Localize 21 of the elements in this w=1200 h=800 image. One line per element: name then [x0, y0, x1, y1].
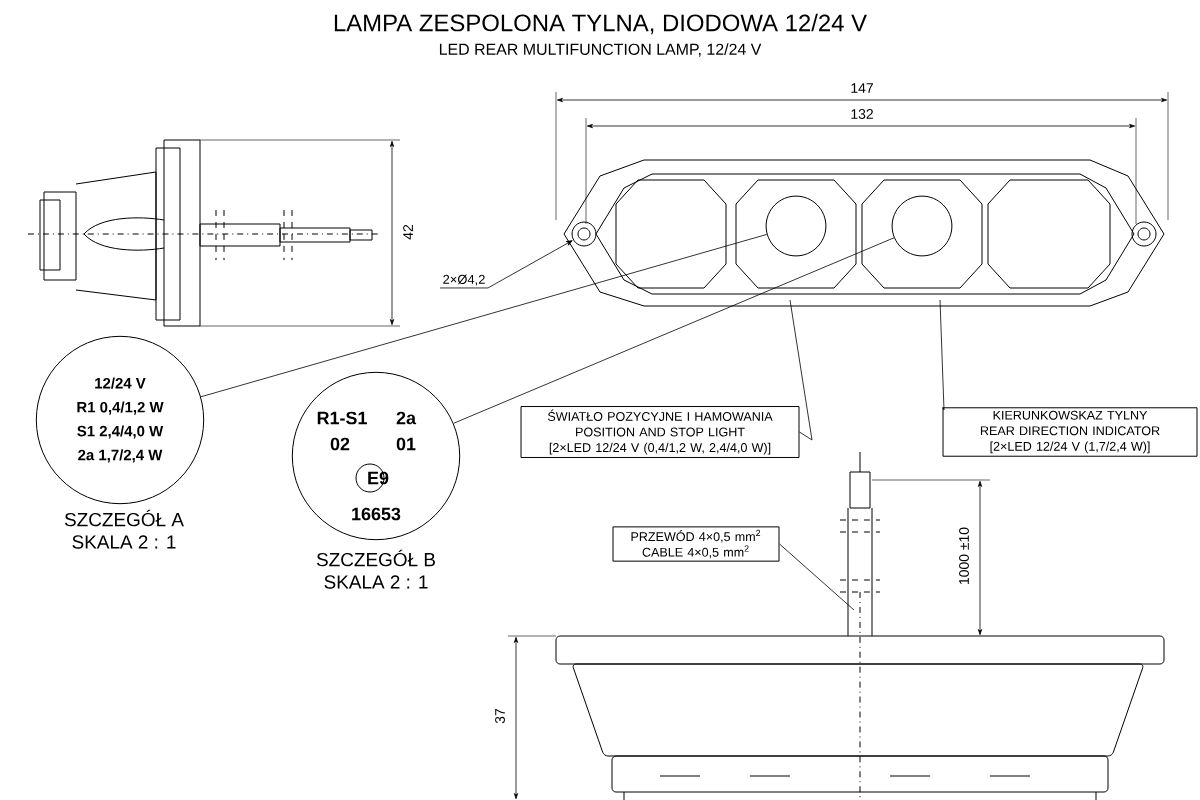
leader-line [779, 543, 855, 611]
leader-line [439, 240, 573, 289]
detail-circle [291, 371, 461, 541]
marking-text: 01 [396, 437, 416, 451]
detail-caption: SZCZEGÓŁ A [64, 509, 184, 527]
leader-line [939, 299, 945, 411]
title: LAMPA ZESPOLONA TYLNA, DIODOWA 12/24 V [334, 13, 867, 35]
detail-caption: SKALA 2 : 1 [324, 575, 428, 589]
approval-mark: E9 [355, 463, 389, 493]
lens-marking-circle [765, 195, 827, 257]
marking-text: 2a [396, 411, 417, 425]
marking-text: R1-S1 [317, 411, 367, 425]
leader-line [789, 299, 813, 441]
detail-caption: SKALA 2 : 1 [72, 535, 176, 549]
marking-text: 02 [330, 437, 350, 451]
detail-caption: SZCZEGÓŁ B [316, 549, 435, 567]
mounting-hole [571, 221, 597, 247]
marking-text: 16653 [352, 507, 401, 521]
leader-line [453, 237, 895, 424]
leader-line [200, 234, 768, 398]
lens-marking-circle [891, 195, 953, 257]
